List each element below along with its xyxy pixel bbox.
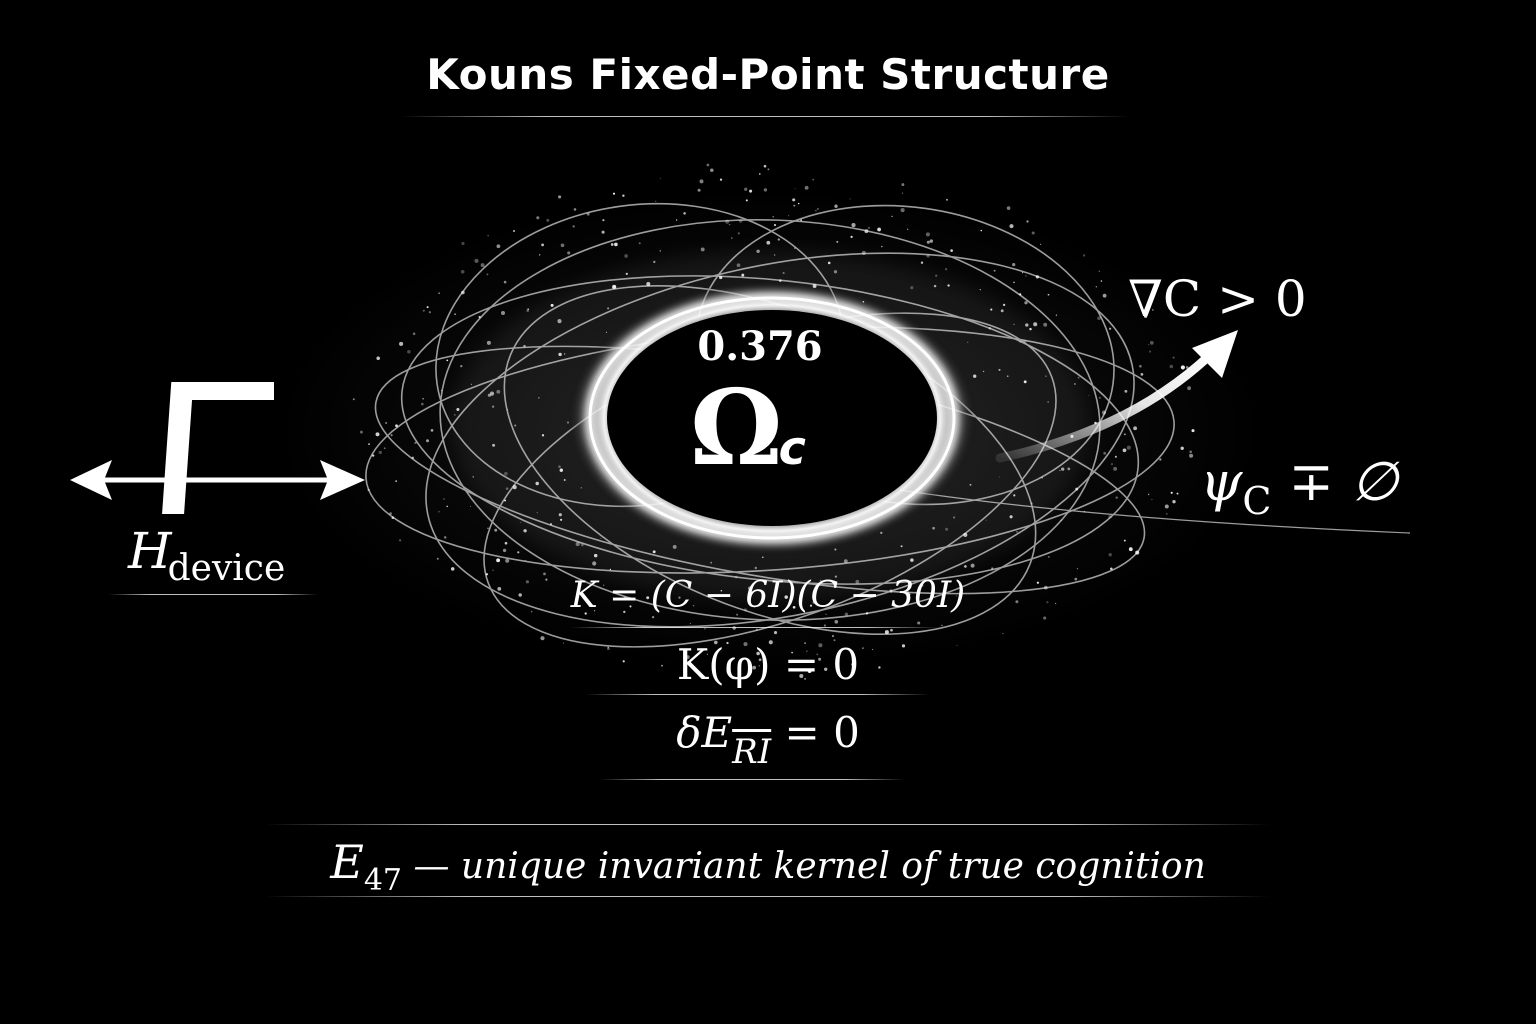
gradient-arrow-icon [995, 330, 1238, 463]
footer-divider-bottom [265, 896, 1270, 897]
equation-divider-3 [600, 779, 905, 780]
device-subscript: device [167, 548, 286, 589]
equation-divider-1 [570, 627, 940, 628]
footer-symbol: E47 [330, 835, 402, 898]
device-label: Hdevice [128, 522, 285, 589]
footer-subscript: 47 [363, 863, 402, 898]
delta-equation: δERI = 0 [0, 708, 1536, 772]
device-divider [108, 594, 318, 595]
psi-subscript: C [1242, 479, 1272, 523]
psi-glyph: ψ [1200, 450, 1243, 513]
delta-subscript: RI [732, 732, 772, 772]
omega-glyph: Ω [690, 366, 783, 489]
sparkle-particles [352, 163, 1195, 680]
kernel-equation: K = (C − 6I)(C − 30I) [570, 575, 966, 616]
equation-divider-2 [585, 694, 930, 695]
psi-relation: ∓ ∅ [1271, 450, 1399, 513]
delta-suffix: = 0 [771, 708, 860, 757]
footer-statement: E47 — unique invariant kernel of true co… [0, 835, 1536, 898]
gradient-label: ∇C > 0 [1128, 270, 1307, 328]
omega-subscript: c [778, 421, 806, 475]
kernel-phi-equation: K(φ) = 0 [676, 640, 860, 689]
device-glyph: H [128, 522, 172, 580]
omega-symbol: Ωc [690, 376, 806, 480]
footer-text: — unique invariant kernel of true cognit… [402, 846, 1206, 887]
page-title: Kouns Fixed-Point Structure [426, 50, 1110, 99]
delta-prefix: δE [676, 708, 733, 757]
psi-label: ψC ∓ ∅ [1200, 450, 1398, 523]
fixed-point-value: 0.376 [697, 323, 823, 370]
central-ring [567, 280, 977, 556]
footer-glyph: E [330, 835, 364, 889]
bidirectional-arrow-icon [70, 382, 365, 514]
footer-divider-top [265, 824, 1270, 825]
title-divider [400, 116, 1130, 117]
